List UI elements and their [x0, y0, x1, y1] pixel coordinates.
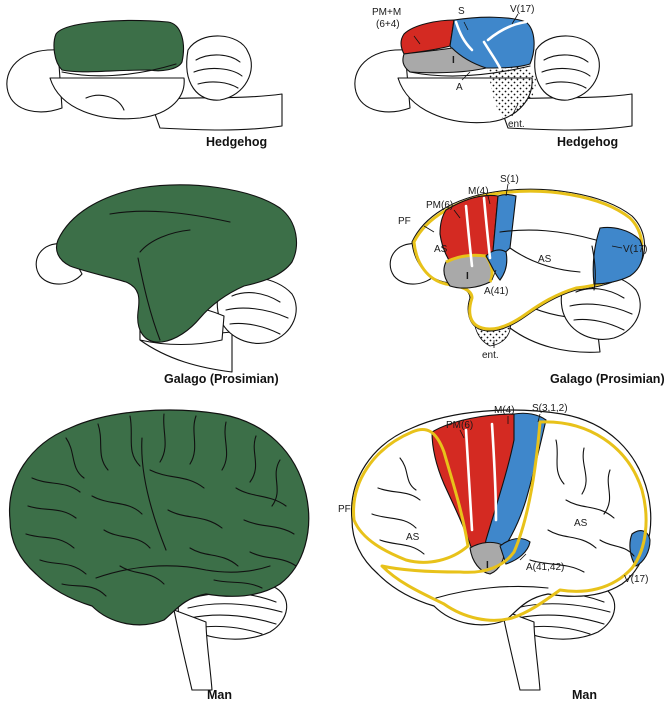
galago-right-brain: S(1) M(4) PM(6) PF AS AS V(17) I A(41) e…	[389, 174, 647, 361]
galago-label-ent: ent.	[482, 350, 499, 361]
man-visual-area	[629, 530, 651, 567]
man-label-a: A(41,42)	[526, 562, 564, 573]
cerebellum	[186, 35, 252, 101]
galago-label-m: M(4)	[468, 186, 489, 197]
caption-man-right: Man	[572, 688, 597, 702]
hedgehog-left-brain	[6, 19, 283, 131]
caption-hedgehog-left: Hedgehog	[206, 135, 267, 149]
man-label-i: I	[486, 560, 489, 571]
label-s: S	[458, 6, 465, 17]
label-ent: ent.	[508, 119, 525, 130]
label-i: I	[452, 55, 455, 66]
galago-label-v: V(17)	[623, 244, 647, 255]
galago-left-brain	[35, 184, 297, 373]
caption-hedgehog-right: Hedgehog	[557, 135, 618, 149]
galago-label-pm: PM(6)	[426, 200, 453, 211]
galago-label-a: A(41)	[484, 286, 508, 297]
galago-visual-area	[592, 226, 644, 285]
man-cortex-green	[8, 409, 310, 626]
premotor-motor-area	[400, 19, 455, 55]
galago-label-as-left: AS	[434, 244, 448, 255]
man-label-as-right: AS	[574, 518, 588, 529]
olfactory-bulb	[6, 49, 63, 113]
caption-man-left: Man	[207, 688, 232, 702]
label-a: A	[456, 82, 463, 93]
galago-neocortex-green	[55, 184, 297, 343]
caption-galago-left: Galago (Prosimian)	[164, 372, 279, 386]
man-left-brain	[8, 409, 310, 691]
galago-label-pf: PF	[398, 216, 411, 227]
galago-label-i: I	[466, 271, 469, 282]
man-posterior-outline	[380, 420, 648, 622]
neocortex-green	[53, 19, 185, 73]
label-v: V(17)	[510, 4, 534, 15]
man-label-pm: PM(6)	[446, 420, 473, 431]
insula-area	[402, 47, 488, 74]
man-label-s: S(3,1,2)	[532, 403, 568, 414]
galago-label-s: S(1)	[500, 174, 519, 185]
man-pf-outline	[352, 428, 470, 564]
man-right-brain: PM(6) M(4) S(3,1,2) PF AS AS A(41,42) V(…	[338, 403, 652, 691]
entorhinal-area	[489, 61, 536, 118]
label-pm-m-areas: (6+4)	[376, 19, 400, 30]
galago-label-as-right: AS	[538, 254, 552, 265]
ventral-lobe	[49, 77, 185, 120]
man-label-pf: PF	[338, 504, 351, 515]
label-pm-m: PM+M	[372, 7, 401, 18]
hedgehog-right-brain: PM+M (6+4) S V(17) I A ent.	[354, 4, 633, 131]
galago-association-outline	[412, 189, 644, 331]
man-label-v: V(17)	[624, 574, 648, 585]
man-label-as-left: AS	[406, 532, 420, 543]
caption-galago-right: Galago (Prosimian)	[550, 372, 665, 386]
brainstem	[149, 93, 283, 131]
man-label-m: M(4)	[494, 405, 515, 416]
